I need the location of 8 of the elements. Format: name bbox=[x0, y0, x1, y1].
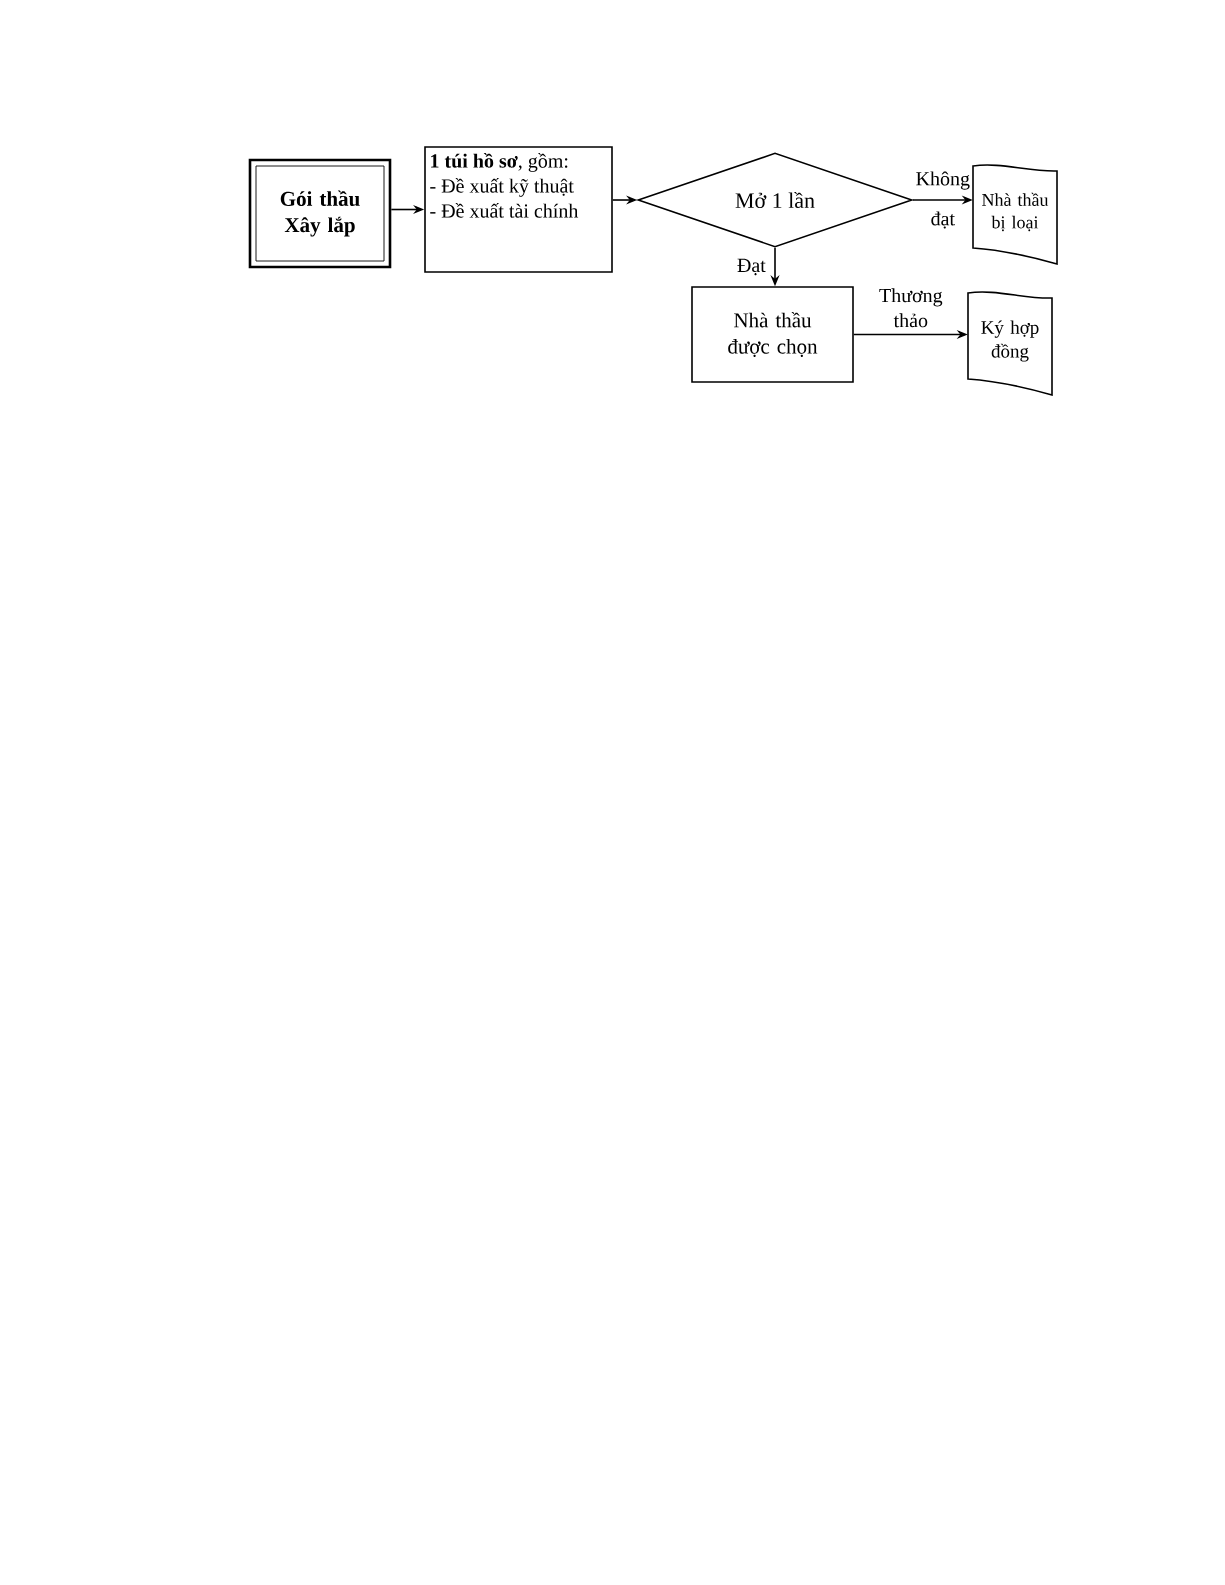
document-box: Ký hợp đồng bbox=[967, 291, 1053, 396]
edge-label: Đạt bbox=[737, 258, 766, 276]
edge-label: Không đạt bbox=[916, 171, 970, 229]
edge-label: Thương thảo bbox=[879, 288, 943, 328]
process-box: 1 túi hồ sơ, gồm: - Đề xuất kỹ thuật - Đề xuất tài chính bbox=[424, 146, 613, 273]
document-box: Nhà thầu bị loại bbox=[972, 164, 1058, 265]
process-box: Nhà thầu được chọn bbox=[691, 286, 854, 383]
process-box: Gói thầu Xây lắp bbox=[248, 158, 392, 269]
